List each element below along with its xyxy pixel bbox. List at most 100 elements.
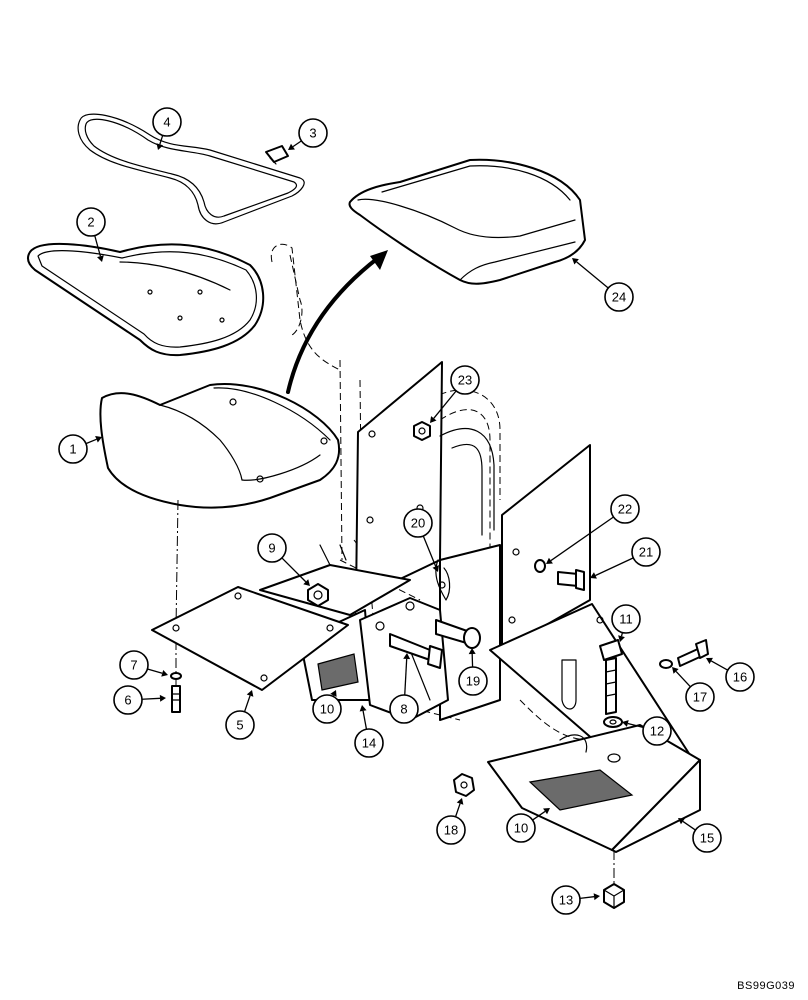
callout-circle [298, 118, 328, 148]
callout-leader-line [550, 516, 614, 562]
callout-number: 1 [69, 442, 76, 457]
callout-circle [152, 107, 182, 137]
callout-leader-line [147, 668, 163, 674]
callout-arrowhead [95, 436, 102, 443]
callout-arrowhead [161, 669, 168, 677]
callout-number: 16 [733, 670, 747, 685]
callout-circle [610, 494, 640, 524]
callout-number: 20 [411, 516, 425, 531]
callout-leader-line [362, 710, 368, 730]
callout-seat-pan: 2 [76, 207, 106, 262]
callout-left-support: 14 [354, 705, 384, 758]
callout-bolt: 8 [389, 653, 419, 724]
callout-number: 3 [309, 126, 316, 141]
callout-arrowhead [403, 653, 411, 660]
callout-arrowhead [590, 572, 597, 579]
callout-seat-mount-plate: 5 [225, 690, 255, 740]
callout-circle [506, 813, 536, 843]
callout-leader-line [243, 695, 251, 712]
callout-number: 13 [559, 893, 573, 908]
callout-number: 10 [514, 821, 528, 836]
callout-leader-line [292, 140, 302, 148]
callout-circle [450, 365, 480, 395]
callout-leader-line [422, 535, 437, 567]
callout-circle [642, 716, 672, 746]
callout-arrowhead [572, 258, 579, 265]
callout-washer: 22 [546, 494, 640, 564]
washer-12 [603, 716, 623, 728]
callout-cover: 24 [572, 258, 634, 312]
seat-cushion [99, 383, 340, 509]
assembly-arrow [286, 250, 388, 394]
callout-arrowhead [593, 893, 600, 901]
bolt-16 [677, 639, 709, 667]
callout-arrowhead [546, 557, 553, 564]
callout-leader-line [675, 670, 691, 688]
callout-clip: 3 [288, 118, 328, 150]
callout-leader-line [159, 135, 164, 145]
callout-number: 14 [362, 736, 376, 751]
right-side-panel [501, 444, 591, 651]
callout-circle [389, 694, 419, 724]
callout-number: 15 [700, 831, 714, 846]
alignment-line-left [175, 499, 179, 629]
callout-circle [604, 282, 634, 312]
callout-circle [113, 685, 143, 715]
callout-number: 18 [444, 823, 458, 838]
callout-number: 23 [458, 373, 472, 388]
callout-nut: 13 [551, 885, 600, 915]
callout-leader-line [141, 697, 161, 700]
seat-pan [26, 242, 265, 357]
cover [348, 158, 586, 285]
callout-arrowhead [432, 565, 439, 572]
callout-washer: 7 [119, 650, 168, 680]
callout-arrowhead [456, 798, 464, 805]
callout-circle [76, 207, 106, 237]
callout-number: 24 [612, 290, 626, 305]
center-bracket [359, 597, 449, 721]
callout-circle [312, 694, 342, 724]
callout-arrowhead [468, 648, 476, 655]
tread-pad-right [528, 769, 634, 811]
callout-arrowhead [303, 579, 310, 586]
callout-leader-line [532, 810, 546, 821]
callout-number: 4 [163, 115, 170, 130]
callout-leader-line [710, 660, 729, 671]
callout-circle [403, 508, 433, 538]
callout-leader-line [595, 557, 634, 577]
callout-circle [631, 537, 661, 567]
nut-9 [307, 583, 329, 607]
nut-18 [453, 773, 475, 797]
callout-leader-line [404, 658, 408, 696]
callout-layer: 1234567891010111213141516171819202122232… [58, 107, 755, 915]
callout-tread-pad-left: 10 [312, 690, 342, 724]
callout-step-bracket: 15 [678, 818, 722, 853]
callout-leader-line [579, 896, 595, 900]
callout-arrowhead [618, 635, 625, 642]
washer-22 [534, 559, 546, 573]
callout-arrowhead [159, 694, 166, 702]
callout-washer: 12 [622, 716, 672, 746]
bolt-8 [389, 633, 443, 669]
callout-nut: 23 [430, 365, 480, 423]
callout-arrowhead [156, 143, 164, 150]
callout-circle [354, 728, 384, 758]
callout-arrowhead [288, 143, 295, 150]
callout-arrowhead [706, 657, 713, 664]
callout-number: 2 [87, 215, 94, 230]
callout-number: 8 [400, 702, 407, 717]
washer-7 [170, 672, 182, 680]
callout-leader-line [94, 235, 102, 257]
washer-17 [659, 659, 673, 669]
callout-number: 12 [650, 724, 664, 739]
callout-number: 19 [466, 674, 480, 689]
callout-arrowhead [622, 720, 629, 727]
callout-circle [458, 666, 488, 696]
callout-number: 5 [236, 718, 243, 733]
callout-arrowhead [97, 255, 104, 262]
callout-number: 6 [124, 693, 131, 708]
callout-washer: 17 [672, 667, 715, 712]
callout-circle [551, 885, 581, 915]
callout-arrowhead [330, 690, 337, 697]
callout-arrowhead [543, 808, 550, 815]
